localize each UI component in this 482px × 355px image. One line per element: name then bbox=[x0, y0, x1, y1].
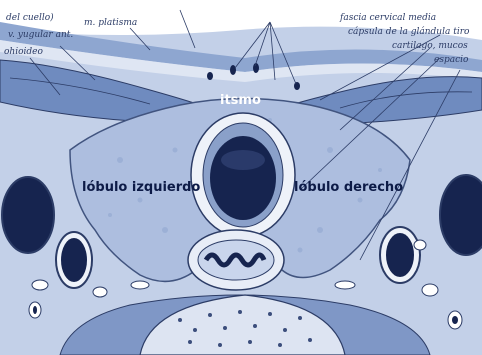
trachea-lumen bbox=[210, 136, 276, 220]
right-carotid-artery bbox=[386, 233, 414, 277]
right-jugular-vein bbox=[440, 175, 482, 255]
region-lobulo-derecho: lóbulo derecho bbox=[294, 180, 403, 195]
label-capsula: cápsula de la glándula tiro bbox=[348, 27, 469, 37]
left-carotid-artery bbox=[61, 238, 87, 282]
region-istmo: itsmo bbox=[220, 93, 261, 108]
label-v-yugular: v. yugular ant. bbox=[8, 30, 73, 40]
label-fascia: fascia cervical media bbox=[340, 13, 436, 23]
label-cartilago: cartilago, mucos bbox=[392, 41, 468, 51]
label-del-cuello: del cuello) bbox=[6, 13, 54, 23]
left-jugular-vein bbox=[2, 177, 54, 253]
region-lobulo-izquierdo: lóbulo izquierdo bbox=[82, 180, 200, 195]
label-hioideo: ohioideo bbox=[4, 47, 43, 57]
label-m-platisma: m. platisma bbox=[84, 18, 137, 28]
label-espacio: espacio bbox=[434, 55, 468, 65]
